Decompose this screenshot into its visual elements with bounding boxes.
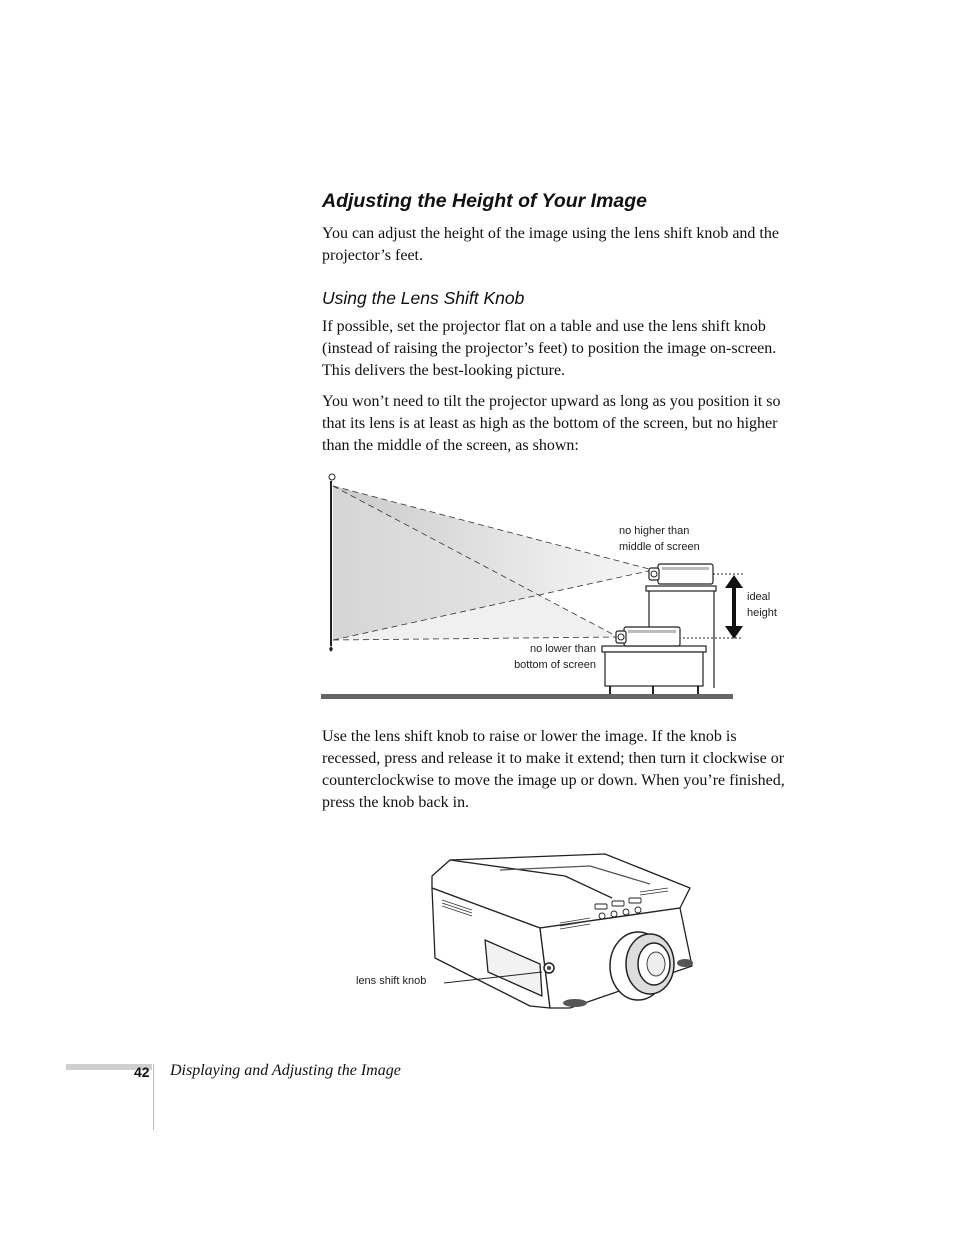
label-no-lower: no lower than bottom of screen [514,643,596,671]
paragraph-3: Use the lens shift knob to raise or lowe… [322,728,785,811]
lower-table [601,645,707,653]
vent-grille [441,887,669,930]
callout-line [443,971,543,984]
label-no-higher: no higher than middle of screen [619,525,700,553]
floor-line [321,694,733,699]
projection-diagram-svg [321,473,743,699]
footer-rule [66,1064,152,1070]
paragraph-2: You won’t need to tilt the projector upw… [322,393,781,454]
projection-height-diagram: no higher than middle of screen ideal he… [318,470,788,705]
screen-top-cap [328,473,336,481]
projector-illustration: lens shift knob [350,848,700,1018]
front-foot [563,999,587,1007]
intro-paragraph: You can adjust the height of the image u… [322,225,779,264]
lens-assembly [609,931,675,1001]
page-number: 42 [134,1064,150,1080]
screen-bottom-cap [329,646,333,652]
lens-shift-knob-label: lens shift knob [356,975,427,987]
paragraph-1: If possible, set the projector flat on a… [322,318,777,379]
footer-divider [153,1064,154,1130]
projector-upper [648,563,714,585]
subsection-title: Using the Lens Shift Knob [322,288,525,308]
section-title: Adjusting the Height of Your Image [322,190,648,212]
control-panel [594,897,642,920]
upper-table [645,585,717,592]
label-ideal-height: ideal height [747,591,777,619]
projector-illustration-svg [431,853,693,1009]
side-foot [677,959,693,967]
projector-lower [615,626,681,647]
chapter-title: Displaying and Adjusting the Image [170,1062,401,1079]
ideal-height-arrow [725,575,743,639]
